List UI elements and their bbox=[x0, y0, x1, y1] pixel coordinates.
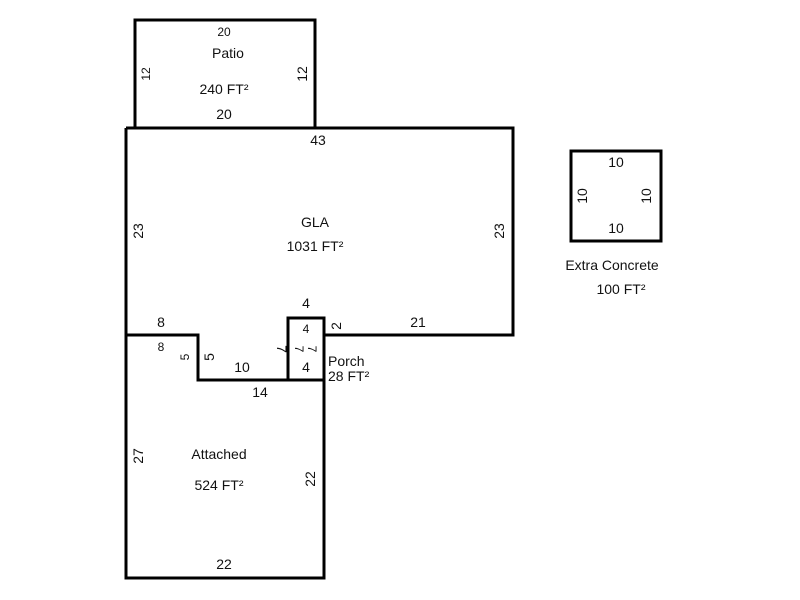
gla-dim-left: 23 bbox=[130, 223, 146, 239]
extra-dim-bottom: 10 bbox=[608, 220, 624, 236]
gla-outline bbox=[124, 126, 515, 382]
attached-area: 524 FT² bbox=[194, 477, 243, 493]
attached-dim-top: 8 bbox=[158, 340, 165, 354]
gla-area: 1031 FT² bbox=[287, 238, 344, 254]
attached-dim-top-bottom: 14 bbox=[252, 384, 268, 400]
attached-dim-bottom: 22 bbox=[216, 556, 232, 572]
attached-dim-right: 22 bbox=[302, 471, 318, 487]
porch-dim-left: 7 bbox=[292, 346, 306, 353]
attached-dim-step: 5 bbox=[178, 353, 192, 360]
attached-label: Attached bbox=[191, 446, 246, 462]
patio-dim-bottom: 20 bbox=[216, 106, 232, 122]
porch-area: 28 FT² bbox=[328, 368, 370, 384]
gla-dim-notch-top: 8 bbox=[157, 314, 165, 330]
extra-concrete-area: 100 FT² bbox=[596, 281, 645, 297]
gla-dim-notch-side: 5 bbox=[201, 353, 217, 361]
porch-dim-right: 7 bbox=[305, 346, 319, 353]
patio-dim-top: 20 bbox=[217, 25, 231, 39]
extra-concrete-outline bbox=[569, 149, 663, 243]
patio-area: 240 FT² bbox=[199, 81, 248, 97]
gla-dim-right: 23 bbox=[491, 223, 507, 239]
extra-dim-right: 10 bbox=[638, 188, 654, 204]
patio-label: Patio bbox=[212, 45, 244, 61]
porch-label: Porch bbox=[328, 353, 365, 369]
extra-dim-top: 10 bbox=[608, 154, 624, 170]
gla-dim-porch-top: 4 bbox=[302, 295, 310, 311]
attached-dim-left: 27 bbox=[130, 448, 146, 464]
extra-dim-left: 10 bbox=[574, 188, 590, 204]
extra-concrete-label: Extra Concrete bbox=[565, 257, 659, 273]
gla-dim-notch-porch-side: 7 bbox=[274, 345, 290, 353]
patio-dim-left: 12 bbox=[139, 67, 153, 81]
gla-dim-notch-bottom: 10 bbox=[234, 359, 250, 375]
patio-dim-right: 12 bbox=[294, 66, 310, 82]
gla-label: GLA bbox=[301, 214, 330, 230]
attached-outline bbox=[124, 333, 326, 580]
gla-dim-top: 43 bbox=[310, 132, 326, 148]
gla-dim-bottom-right: 21 bbox=[410, 314, 426, 330]
porch-dim-bottom: 4 bbox=[302, 359, 310, 375]
porch-dim-top: 4 bbox=[303, 322, 310, 336]
gla-dim-porch-side: 2 bbox=[328, 322, 344, 330]
